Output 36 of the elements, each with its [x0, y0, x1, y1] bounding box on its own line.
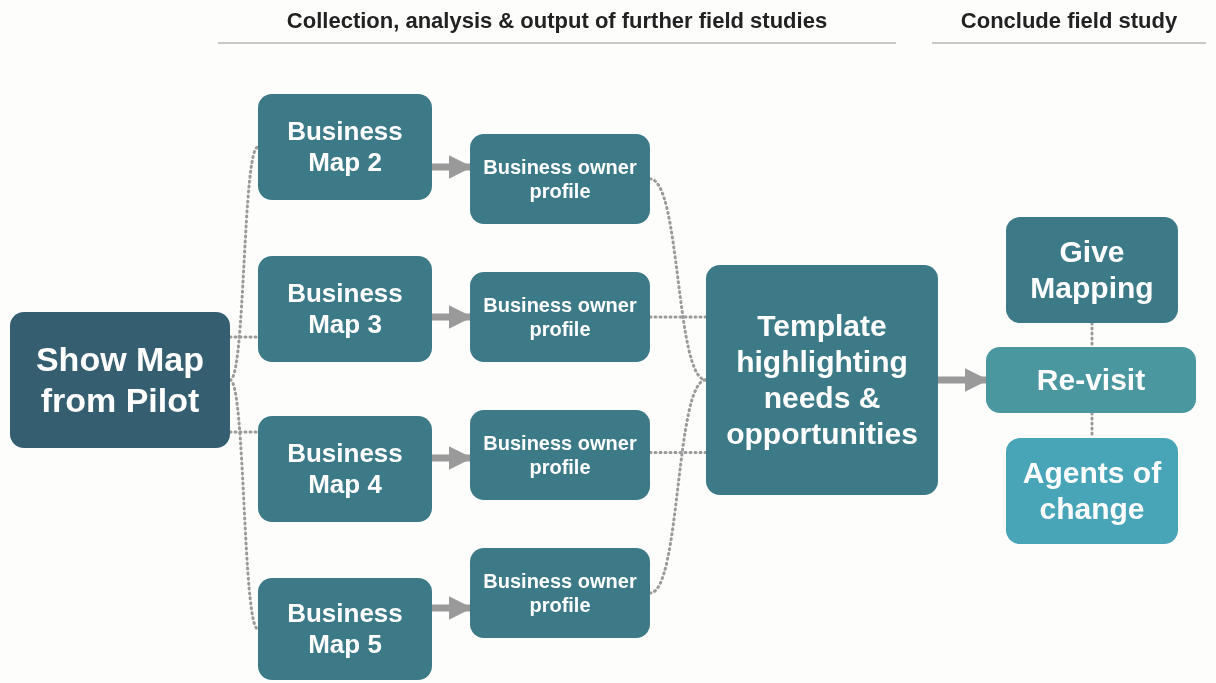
dotted-connector — [648, 177, 708, 382]
process-box — [470, 134, 650, 224]
box-label: Business Map 2 — [286, 115, 404, 179]
process-box — [10, 312, 230, 448]
dotted-connector — [648, 315, 708, 319]
box-label: Give Mapping — [1029, 234, 1155, 306]
box-label: Show Map from Pilot — [34, 339, 206, 421]
process-box — [1006, 438, 1178, 544]
box-label: Template highlighting needs & opportunities — [725, 308, 919, 452]
process-box — [258, 578, 432, 680]
process-box — [258, 256, 432, 362]
box-label: Business owner profile — [482, 293, 638, 341]
process-box — [258, 416, 432, 522]
box-label: Business owner profile — [482, 569, 638, 617]
process-box — [706, 265, 938, 495]
section-heading: Conclude field study — [932, 8, 1206, 44]
process-box — [470, 410, 650, 500]
dotted-connector — [228, 378, 260, 631]
box-label: Business Map 3 — [286, 277, 404, 341]
dotted-connector — [228, 335, 260, 339]
process-box — [1006, 217, 1178, 323]
process-box — [470, 548, 650, 638]
box-label: Agents of change — [1021, 455, 1163, 527]
dotted-connector — [648, 378, 708, 595]
box-label: Business Map 5 — [286, 597, 404, 661]
box-label: Business Map 4 — [286, 437, 404, 501]
process-box — [258, 94, 432, 200]
dotted-connector — [228, 430, 260, 434]
box-label: Business owner profile — [482, 155, 638, 203]
section-heading: Collection, analysis & output of further field studies — [218, 8, 896, 44]
box-label: Business owner profile — [482, 431, 638, 479]
box-label: Re-visit — [1036, 362, 1146, 398]
dotted-connector — [228, 145, 260, 382]
process-box — [470, 272, 650, 362]
process-box — [986, 347, 1196, 413]
dotted-connector — [648, 451, 708, 454]
